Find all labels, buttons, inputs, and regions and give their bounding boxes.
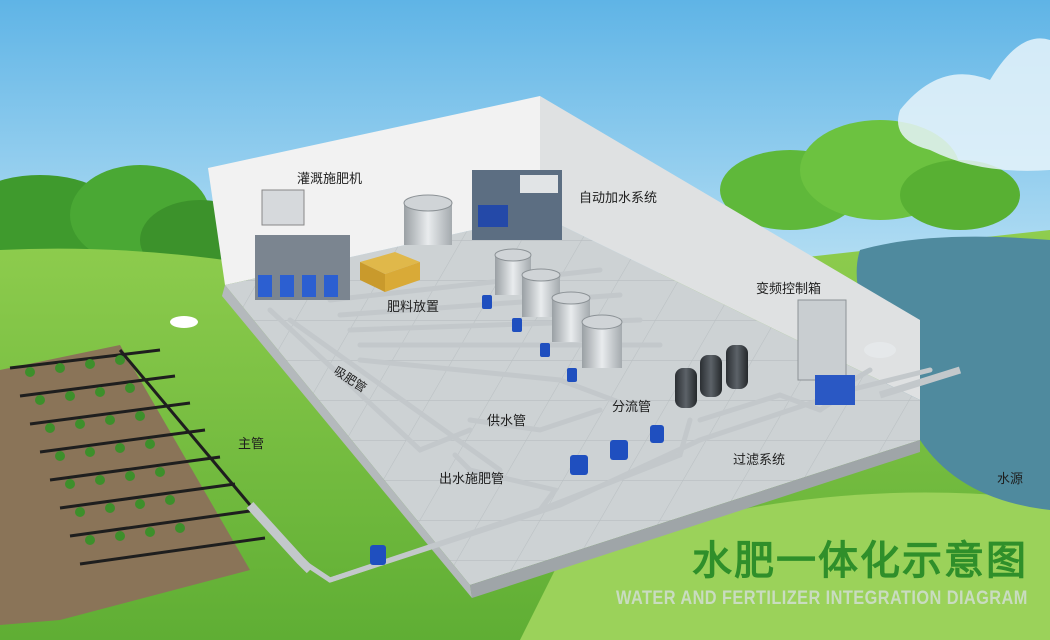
label-main-pipe: 主管 [238,437,265,452]
floor-edge-left [222,285,472,598]
label-diverter-pipe: 分流管 [612,400,652,415]
crop-rows [9,348,266,566]
blue-valves [370,295,664,565]
fertilizer-tanks [494,248,623,368]
right-cloud [898,38,1050,171]
fertilizer-bags [360,252,420,292]
label-fertilizer-storage: 肥料放置 [387,300,440,315]
label-outlet-fertilizer-pipe: 出水施肥管 [439,472,505,487]
auto-water-system [472,170,562,240]
flower [170,316,198,328]
label-auto-water-system: 自动加水系统 [579,191,658,206]
right-bushes [720,120,1020,230]
floor [225,215,920,585]
crop-field [0,345,250,625]
grass-hill-light [520,492,1050,640]
label-water-source: 水源 [997,472,1024,487]
label-irrigation-machine: 灌溉施肥机 [297,172,363,187]
main-pipe-outside [246,501,314,574]
label-water-supply-pipe: 供水管 [487,414,527,429]
fertigation-machine [255,189,350,300]
diagram-title: 水肥一体化示意图 [692,538,1028,584]
diagram-subtitle: WATER AND FERTILIZER INTEGRATION DIAGRAM [616,588,1028,609]
filter-system [675,345,748,408]
floor-edge-front [470,440,920,598]
label-vfd-cabinet: 变频控制箱 [756,282,822,297]
source-intake-pipe [878,366,962,399]
drip-lines [118,349,252,506]
large-tank [403,194,453,245]
vfd-cabinet [797,299,896,405]
label-filter-system: 过滤系统 [733,453,786,468]
crop-plants [25,355,185,545]
